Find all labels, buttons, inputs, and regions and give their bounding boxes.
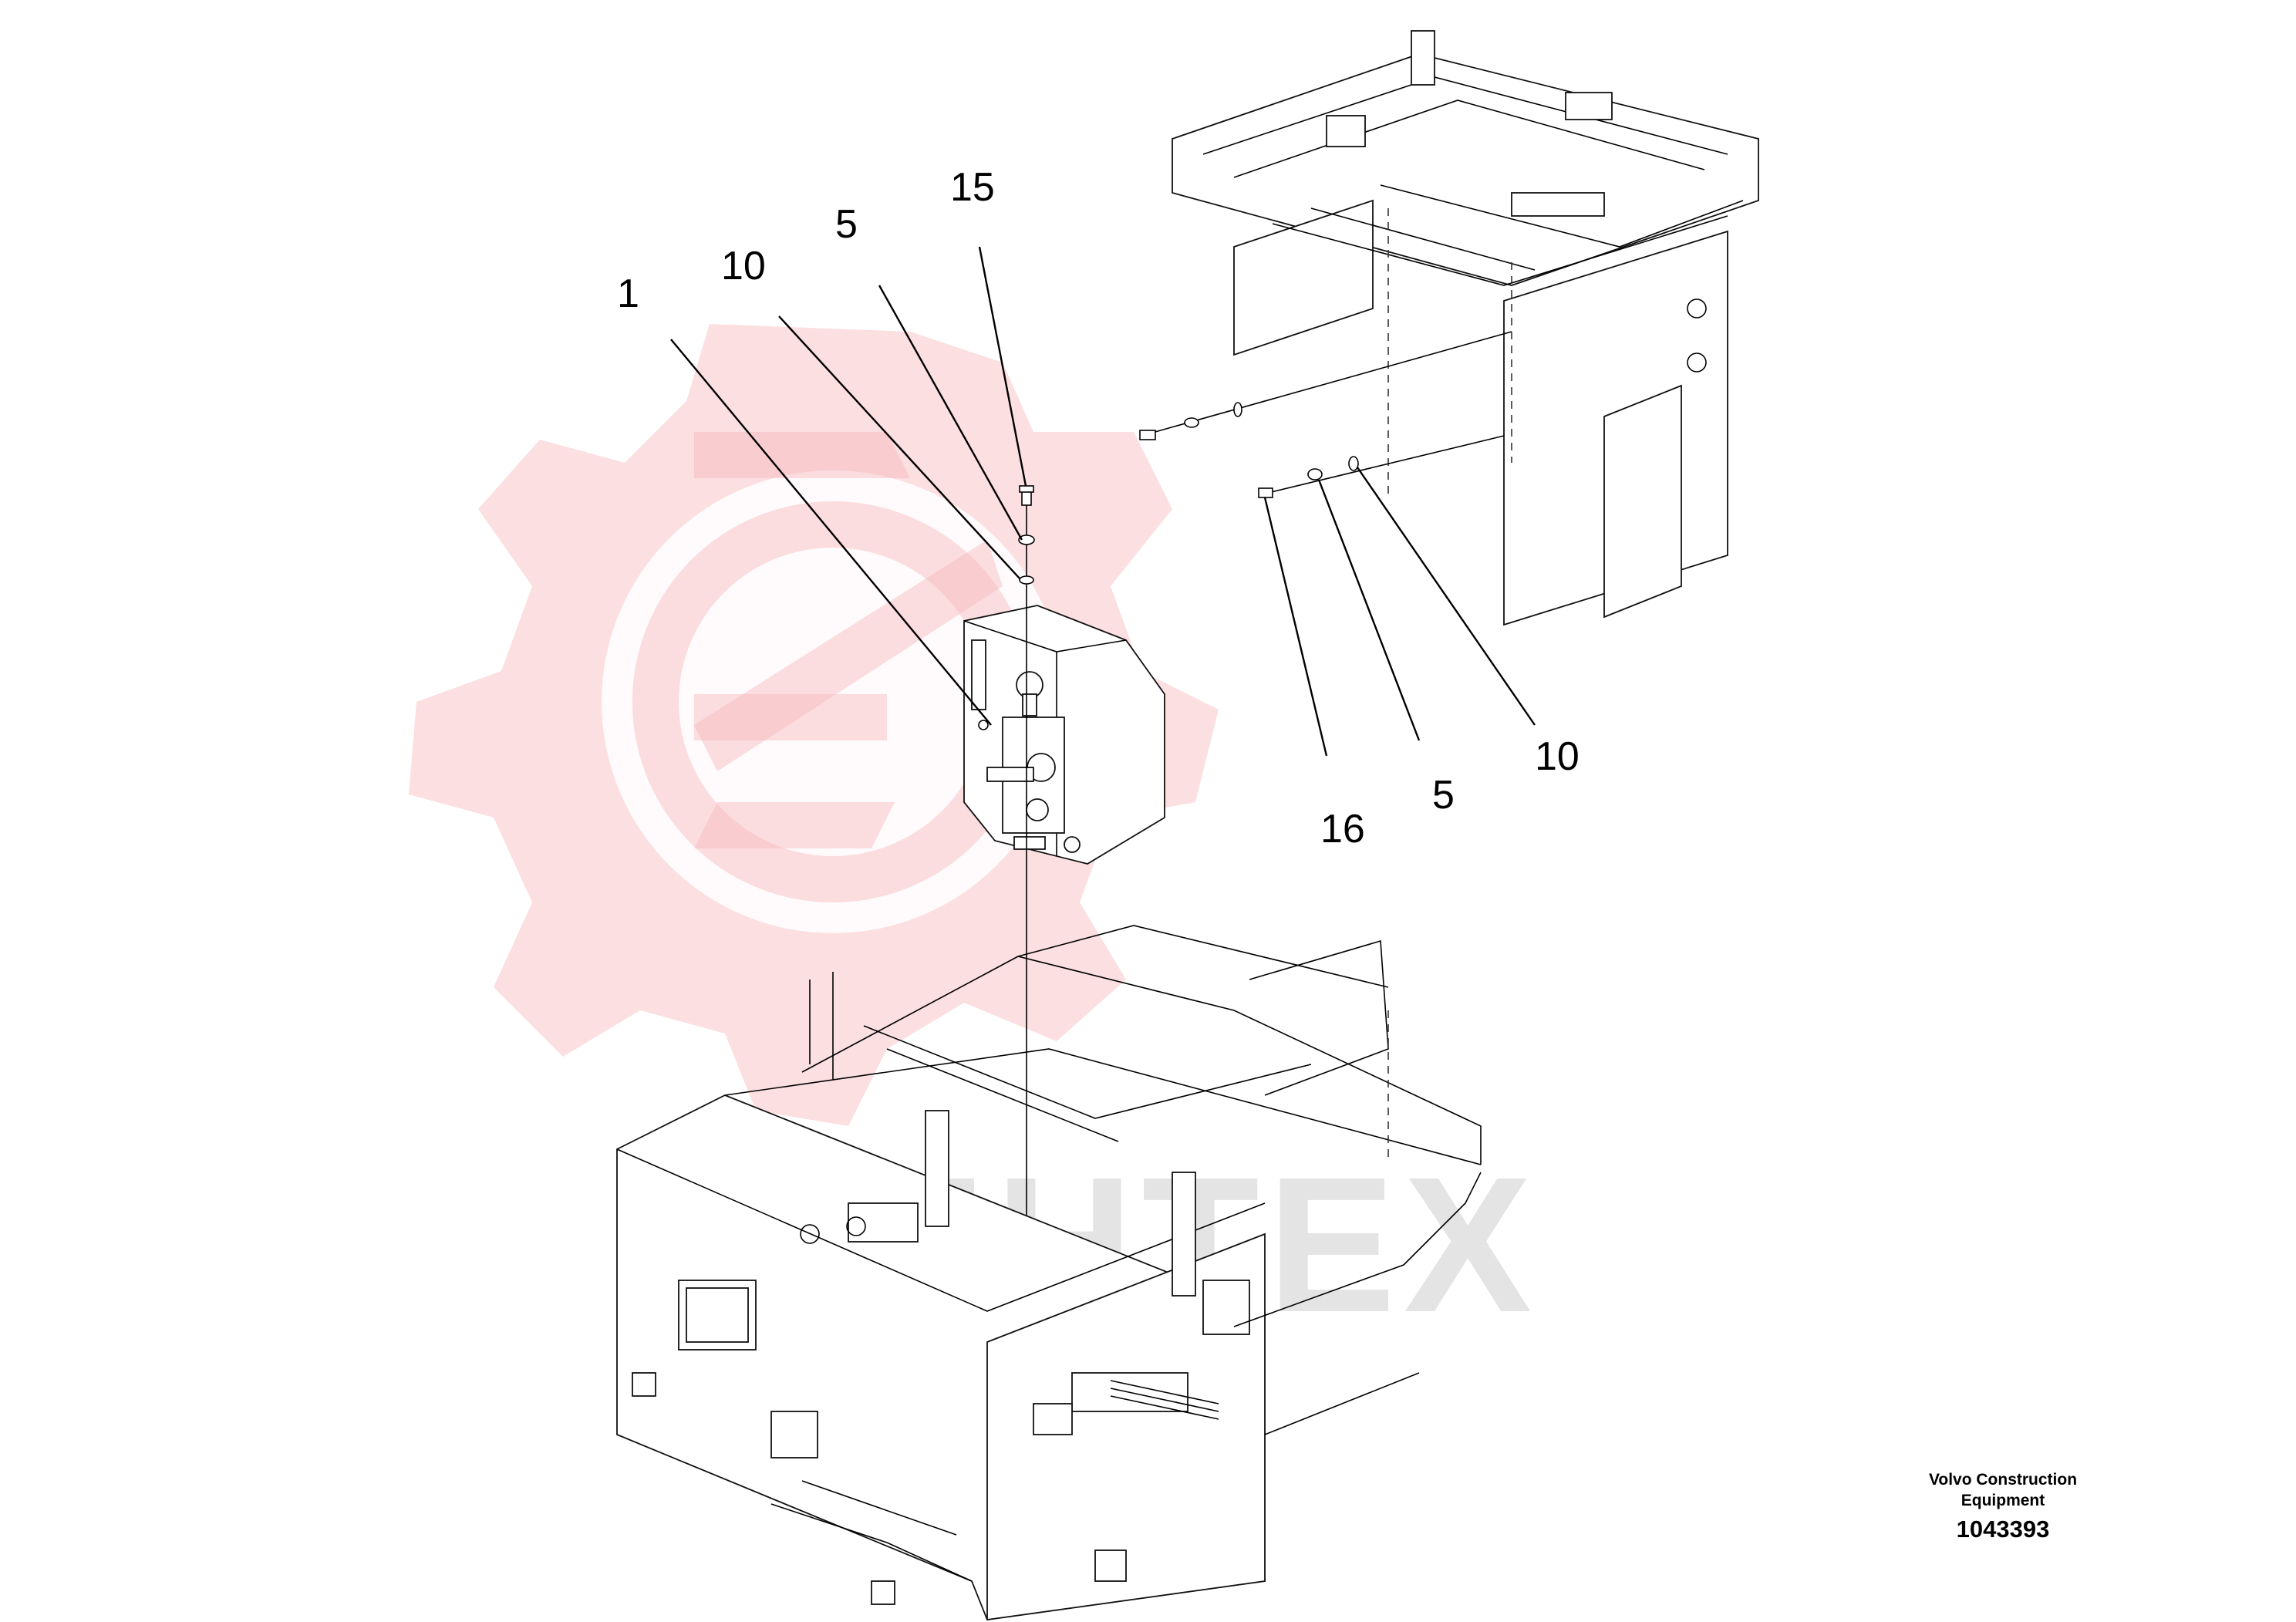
screw-upper bbox=[1139, 430, 1156, 440]
callout-1: 1 bbox=[617, 271, 639, 316]
callout-10-top: 10 bbox=[721, 244, 766, 288]
screw-15 bbox=[1019, 485, 1034, 506]
leader-15 bbox=[978, 246, 1027, 487]
callout-labels: 1 10 5 15 16 5 10 bbox=[617, 165, 1580, 851]
callout-5-top: 5 bbox=[835, 202, 858, 247]
washer-5-right bbox=[1307, 468, 1323, 481]
leader-lines bbox=[670, 246, 1536, 757]
frame-mount-hardware bbox=[1139, 331, 1512, 498]
washer-5-top bbox=[1018, 534, 1035, 545]
leader-16 bbox=[1263, 497, 1328, 757]
publisher-name: Volvo Construction Equipment bbox=[1928, 1471, 2078, 1509]
nut-10-right bbox=[1348, 456, 1359, 471]
drawing-number: 1043393 bbox=[1956, 1516, 2050, 1543]
callout-10-right: 10 bbox=[1535, 734, 1580, 779]
nut-10-top bbox=[1019, 575, 1034, 585]
leader-10-right bbox=[1357, 467, 1536, 726]
upper-frame-assembly bbox=[1172, 30, 1759, 626]
watermark-logo bbox=[409, 324, 1219, 1126]
screw-16 bbox=[1258, 487, 1273, 498]
leader-5-top bbox=[878, 285, 1023, 541]
central-component-1 bbox=[963, 605, 1165, 865]
leader-10-top bbox=[778, 315, 1020, 579]
washer-upper bbox=[1184, 417, 1199, 428]
leader-5-right bbox=[1317, 479, 1421, 741]
nut-upper bbox=[1233, 402, 1242, 417]
lower-chassis-frame bbox=[616, 925, 1482, 1621]
callout-15: 15 bbox=[950, 165, 995, 210]
callout-5-right: 5 bbox=[1432, 773, 1455, 818]
callout-16: 16 bbox=[1320, 807, 1365, 851]
leader-1 bbox=[670, 339, 992, 726]
